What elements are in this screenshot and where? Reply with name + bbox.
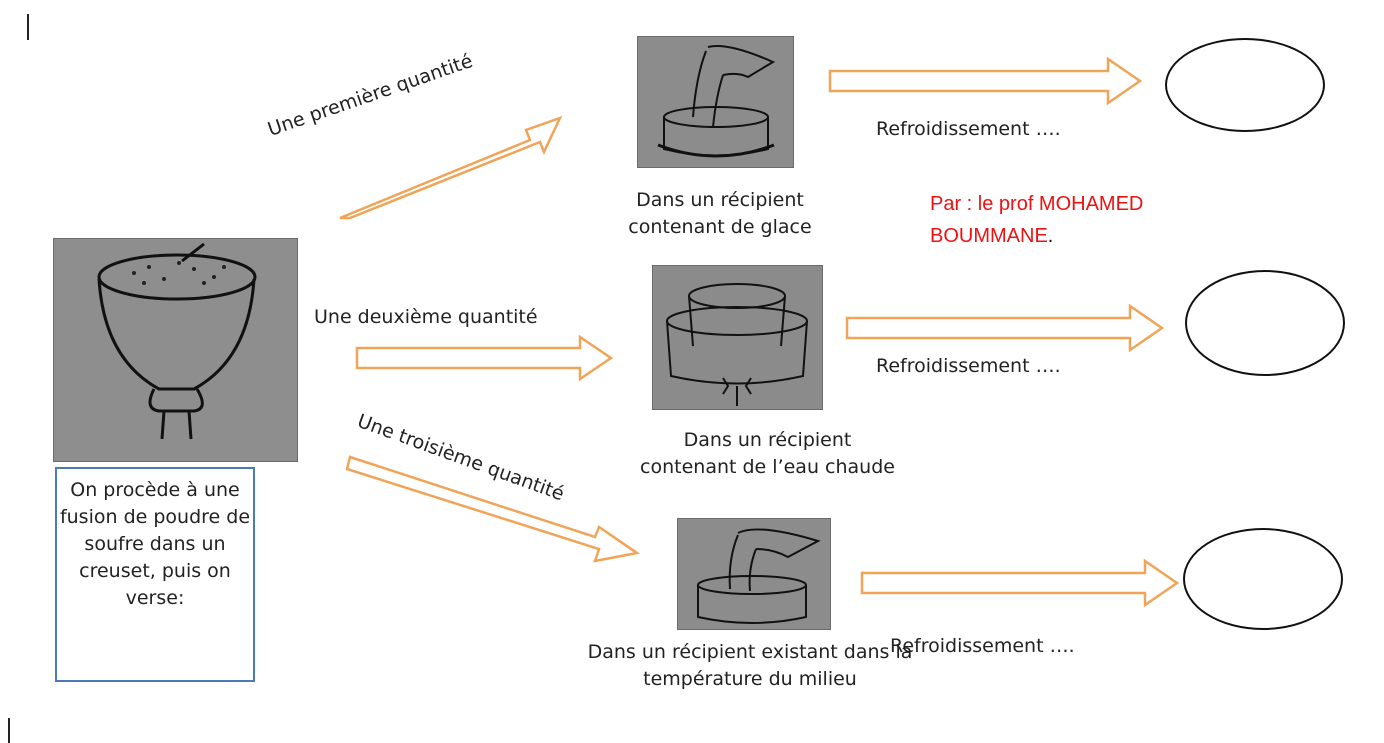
cooling-label-1: Refroidissement ….	[876, 118, 1061, 140]
arrow-to-result-2	[845, 303, 1165, 353]
ice-container-photo	[637, 36, 794, 168]
cooling-label-2: Refroidissement ….	[876, 355, 1061, 377]
procedure-description-box: On procède à une fusion de poudre de sou…	[55, 467, 255, 682]
hot-water-container-photo	[652, 265, 823, 410]
arrow-to-ice-container	[339, 115, 563, 220]
author-credit-period: .	[1047, 225, 1054, 247]
ambient-container-drawing	[678, 519, 830, 629]
container-label-3: Dans un récipient existant dans la tempé…	[587, 641, 913, 690]
left-margin-line-bottom	[8, 718, 10, 743]
container-label-1: Dans un récipient contenant de glace	[628, 189, 812, 238]
arrow-to-ambient-container	[345, 455, 641, 563]
procedure-description-text: On procède à une fusion de poudre de sou…	[59, 479, 251, 609]
author-credit: Par : le prof MOHAMED BOUMMANE.	[930, 188, 1260, 252]
arrow-to-hot-water-container	[355, 335, 614, 382]
author-credit-text: Par : le prof MOHAMED BOUMMANE	[930, 193, 1144, 247]
result-circle-3	[1183, 528, 1343, 630]
cooling-label-3: Refroidissement ….	[890, 635, 1075, 657]
left-margin-line-top	[27, 14, 29, 40]
arrow-to-result-3	[860, 558, 1180, 608]
result-circle-2	[1185, 270, 1345, 376]
crucible-drawing	[54, 239, 297, 461]
hot-water-container-drawing	[653, 266, 822, 409]
ice-container-drawing	[638, 37, 793, 167]
result-circle-1	[1165, 38, 1325, 132]
ambient-container-photo	[677, 518, 831, 630]
quantity-label-2: Une deuxième quantité	[314, 306, 538, 328]
arrow-to-result-1	[828, 56, 1143, 106]
crucible-photo	[53, 238, 298, 462]
container-label-2: Dans un récipient contenant de l’eau cha…	[640, 429, 895, 478]
